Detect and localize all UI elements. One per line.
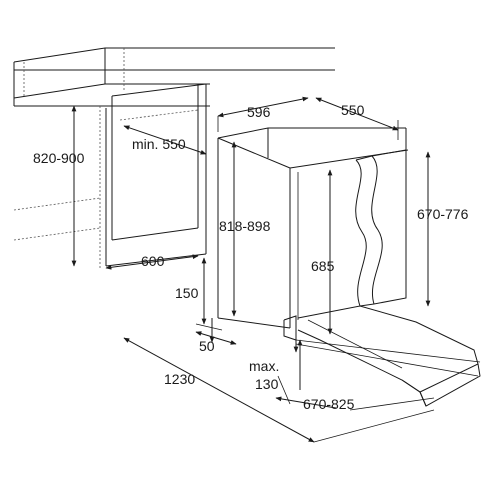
dim-door-opening: 1230 [164,371,195,387]
worktop [13,47,335,107]
dim-niche-depth: min. 550 [132,136,186,152]
dim-cabinet-height: 820-900 [33,150,85,166]
dim-max-gap-value: 130 [255,376,279,392]
dim-door-height: 670-776 [417,206,469,222]
dim-plinth-height: 150 [175,285,199,301]
dim-door-range: 670-825 [303,396,355,412]
dim-appliance-height: 818-898 [219,218,271,234]
dimension-lines [71,96,435,443]
dim-max-gap-label: max. [249,358,279,374]
dim-appliance-width: 596 [247,104,271,120]
dim-niche-width: 600 [141,253,165,269]
niche-outline [13,48,207,268]
dim-plinth-offset: 50 [199,338,215,354]
dim-appliance-depth: 550 [341,102,365,118]
dim-inner-height: 685 [311,258,335,274]
appliance-body [217,127,481,377]
open-door [297,305,481,407]
door-panel [355,149,407,307]
